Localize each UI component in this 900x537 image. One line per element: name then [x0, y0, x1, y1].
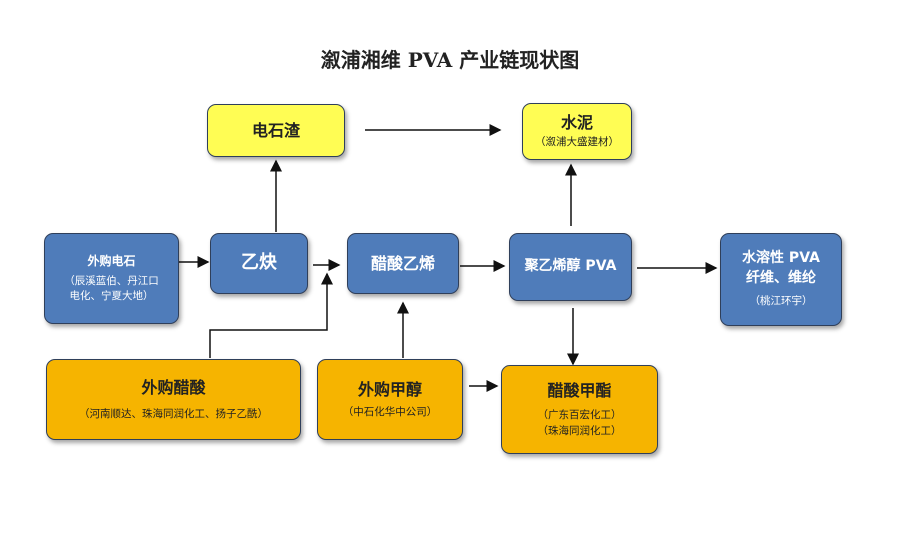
node-label: 外购甲醇 — [357, 379, 422, 399]
node-sublabel-line2: （珠海同润化工） — [537, 424, 622, 437]
node-label: 外购醋酸 — [141, 377, 206, 397]
node-sublabel-line1: （广东百宏化工） — [537, 409, 622, 422]
node-acetylene: 乙炔 — [210, 233, 308, 294]
node-vinyl-acetate: 醋酸乙烯 — [347, 233, 459, 294]
node-methyl-acetate: 醋酸甲酯 （广东百宏化工） （珠海同润化工） — [501, 365, 658, 454]
node-label: 醋酸甲酯 — [547, 381, 612, 401]
node-label: 乙炔 — [241, 252, 277, 274]
node-sublabel: （河南顺达、珠海同润化工、扬子乙酰） — [79, 407, 268, 420]
node-label: 醋酸乙烯 — [370, 253, 435, 273]
node-calcium-carbide-slag: 电石渣 — [207, 104, 345, 157]
node-label-line2: 纤维、维纶 — [746, 269, 816, 286]
node-purchased-methanol: 外购甲醇 （中石化华中公司） — [317, 359, 463, 440]
node-sublabel: （桃江环宇） — [749, 295, 813, 308]
node-sublabel: （溆浦大盛建材） — [535, 136, 619, 149]
node-label: 聚乙烯醇 PVA — [524, 258, 617, 275]
node-purchased-calcium-carbide: 外购电石 （辰溪蓝伯、丹江口 电化、宁夏大地） — [44, 233, 179, 324]
node-water-soluble-fiber: 水溶性 PVA 纤维、维纶 （桃江环宇） — [720, 233, 842, 326]
node-label: 外购电石 — [87, 253, 136, 268]
node-purchased-acetic-acid: 外购醋酸 （河南顺达、珠海同润化工、扬子乙酰） — [46, 359, 301, 440]
node-sublabel-line2: 电化、宁夏大地） — [69, 290, 154, 302]
node-label-line1: 水溶性 PVA — [742, 250, 820, 267]
node-cement: 水泥 （溆浦大盛建材） — [522, 103, 632, 160]
node-sublabel-line1: （辰溪蓝伯、丹江口 — [64, 274, 159, 287]
diagram-title: 溆浦湘维 PVA 产业链现状图 — [320, 48, 580, 72]
node-pva: 聚乙烯醇 PVA — [509, 233, 632, 301]
node-sublabel: （中石化华中公司） — [342, 405, 438, 418]
node-label: 电石渣 — [251, 120, 300, 140]
node-label: 水泥 — [560, 113, 593, 133]
arrow-acetic-to-va — [209, 272, 333, 358]
